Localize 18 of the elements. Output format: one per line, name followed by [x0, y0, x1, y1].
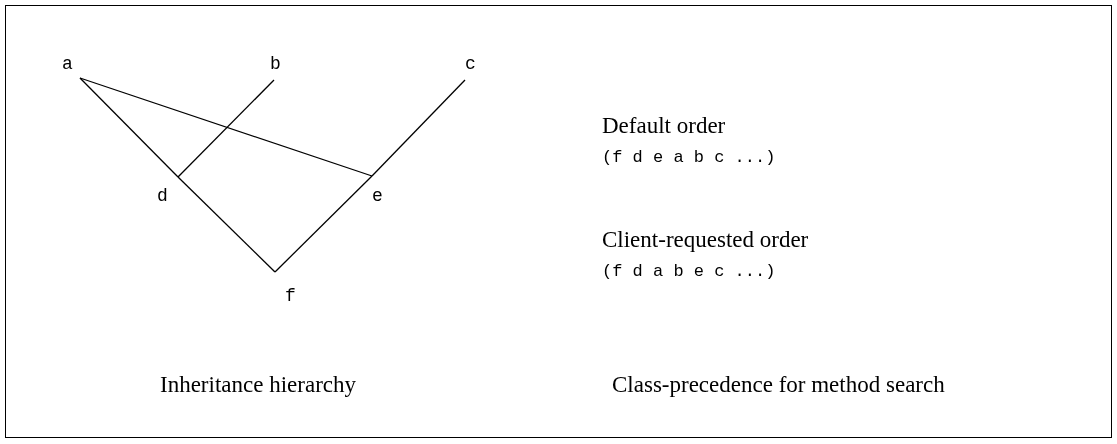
connector-line — [177, 79, 275, 178]
class-name: f — [285, 286, 296, 306]
caption: Class-precedence for method search — [612, 372, 945, 398]
class-name: c — [465, 54, 476, 74]
connector-line — [371, 79, 466, 177]
heading: Default order — [602, 113, 726, 139]
order-list: (f d e a b c ...) — [602, 148, 776, 167]
class-name: d — [157, 186, 168, 206]
class-name: b — [270, 54, 281, 74]
class-name: a — [62, 54, 73, 74]
connector-line — [79, 77, 373, 177]
caption: Inheritance hierarchy — [160, 372, 357, 398]
connector-line — [79, 77, 179, 178]
class-name: e — [372, 186, 383, 206]
connector-line — [177, 176, 276, 273]
heading: Client-requested order — [602, 227, 809, 253]
connector-line — [274, 175, 373, 273]
order-list: (f d a b e c ...) — [602, 262, 776, 281]
